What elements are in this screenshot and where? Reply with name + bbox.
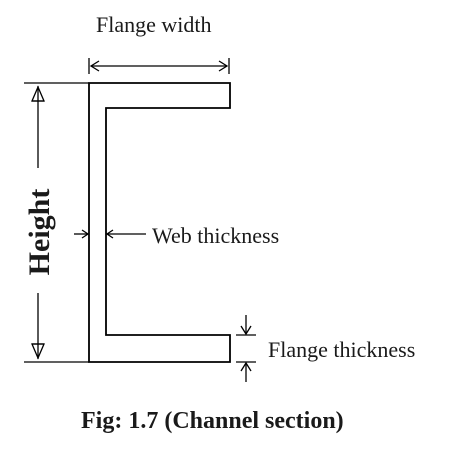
flange-thickness-dimension [236, 315, 256, 382]
web-thickness-label: Web thickness [152, 223, 279, 248]
height-dimension [24, 82, 89, 363]
flange-thickness-label: Flange thickness [268, 337, 415, 362]
flange-width-dimension [88, 58, 230, 74]
figure-caption: Fig: 1.7 (Channel section) [81, 408, 344, 434]
height-label: Height [23, 189, 56, 276]
channel-section-shape [88, 82, 231, 363]
web-thickness-dimension [74, 229, 146, 239]
flange-width-label: Flange width [96, 12, 212, 37]
